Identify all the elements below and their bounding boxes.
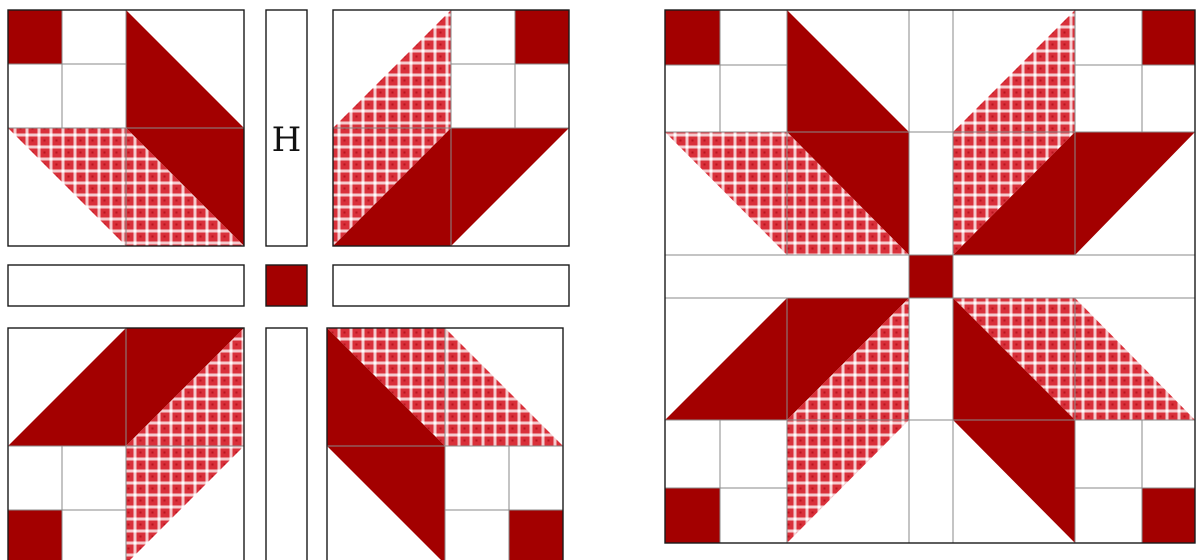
sashing-label: H — [272, 120, 302, 160]
corner-square — [665, 10, 720, 65]
center-cornerstone — [909, 255, 953, 298]
corner-square — [515, 10, 569, 64]
sashing-top: H — [266, 10, 307, 246]
block-bottom-left — [8, 328, 244, 560]
corner-square — [509, 510, 563, 560]
corner-square — [8, 10, 62, 64]
exploded-layout: H — [8, 10, 569, 560]
block-top-right — [333, 10, 569, 246]
sashing-bottom — [266, 328, 307, 560]
corner-square — [1142, 10, 1195, 65]
cornerstone-square — [266, 265, 307, 306]
sashing-right — [333, 265, 569, 306]
corner-square — [665, 488, 720, 543]
corner-square — [1142, 488, 1195, 543]
block-bottom-right — [327, 328, 563, 560]
sashing-left — [8, 265, 244, 306]
corner-square — [8, 510, 62, 560]
block-top-left — [8, 10, 244, 246]
assembled-block — [665, 10, 1195, 543]
